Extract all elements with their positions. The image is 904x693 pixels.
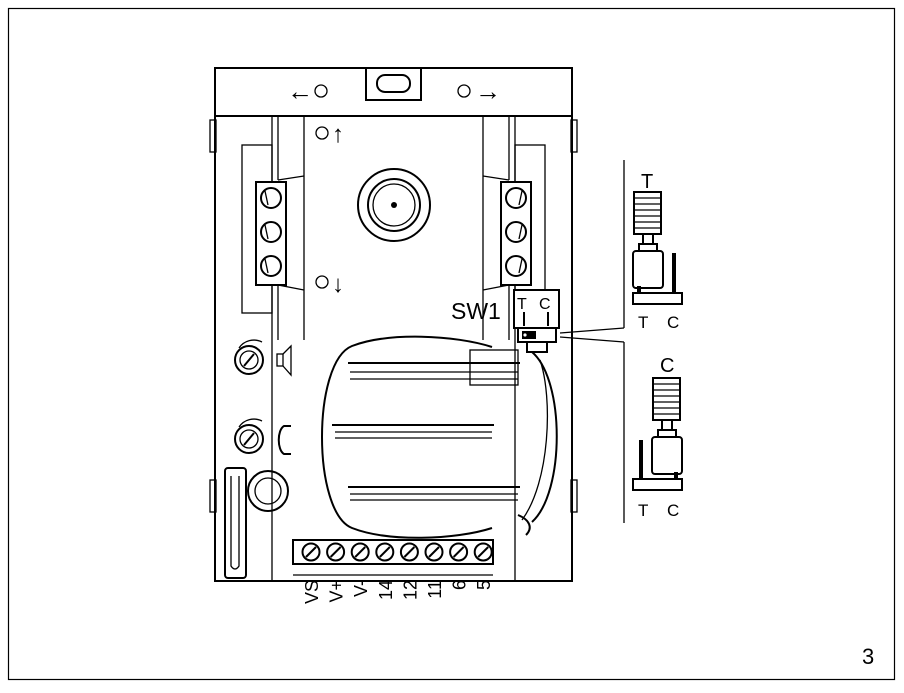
figure-number: 3 <box>862 644 874 669</box>
page-frame <box>9 9 895 680</box>
sw1-pos-t: T <box>517 296 527 313</box>
detail-c-title: C <box>660 355 674 377</box>
hole-down <box>316 276 328 288</box>
terminal-screw <box>327 544 344 561</box>
handset-icon <box>279 426 291 454</box>
terminal-label: 11 <box>425 580 445 599</box>
terminal-label: 14 <box>376 580 396 600</box>
arrow-down-icon: ↓ <box>332 271 344 298</box>
terminal-screw <box>376 544 393 561</box>
microphone <box>358 169 430 241</box>
speaker-slot-lower <box>348 487 520 500</box>
terminal-label: 6 <box>450 580 470 590</box>
hole-right <box>458 85 470 97</box>
speaker-volume-trimmer <box>235 340 291 375</box>
detail-t-label-t: T <box>638 313 648 332</box>
speaker-slot-upper <box>348 363 520 379</box>
jumper-detail-c: C T C <box>633 355 682 520</box>
intercom-unit: ← → ↑ ↓ <box>210 68 577 604</box>
top-handle <box>366 68 421 100</box>
sw1-pos-c: C <box>539 296 551 313</box>
handset-volume-trimmer <box>235 419 291 454</box>
terminal-label: V+ <box>327 580 347 603</box>
detail-callouts <box>560 160 624 523</box>
detail-t-label-c: C <box>667 313 679 332</box>
terminal-screw <box>352 544 369 561</box>
hole-left <box>315 85 327 97</box>
sw1-switch: SW1 T C <box>451 290 559 352</box>
speaker-slot-middle <box>332 425 494 438</box>
handset-hook <box>225 468 288 578</box>
terminal-screw <box>401 544 418 561</box>
left-led-holder <box>256 182 286 285</box>
terminal-label: V- <box>351 580 371 597</box>
terminal-label: 12 <box>400 580 420 600</box>
terminal-screw <box>426 544 443 561</box>
terminal-screw <box>303 544 320 561</box>
speaker-icon <box>277 346 291 375</box>
adjust-indicators: ← → ↑ ↓ <box>287 76 501 298</box>
speaker <box>322 337 557 538</box>
right-led-holder <box>501 182 531 285</box>
jumper-detail-t: T T C <box>633 171 682 332</box>
sw1-label: SW1 <box>451 298 501 324</box>
detail-c-label-t: T <box>638 501 648 520</box>
terminal-label: 5 <box>474 580 494 590</box>
terminal-screw <box>475 544 492 561</box>
terminal-label: VS <box>302 580 322 604</box>
terminal-block <box>293 540 493 575</box>
detail-t-title: T <box>641 171 653 193</box>
arrow-left-icon: ← <box>287 76 313 106</box>
terminal-screw <box>450 544 467 561</box>
detail-c-label-c: C <box>667 501 679 520</box>
arrow-right-icon: → <box>475 76 501 106</box>
arrow-up-icon: ↑ <box>332 121 344 148</box>
hole-up <box>316 127 328 139</box>
